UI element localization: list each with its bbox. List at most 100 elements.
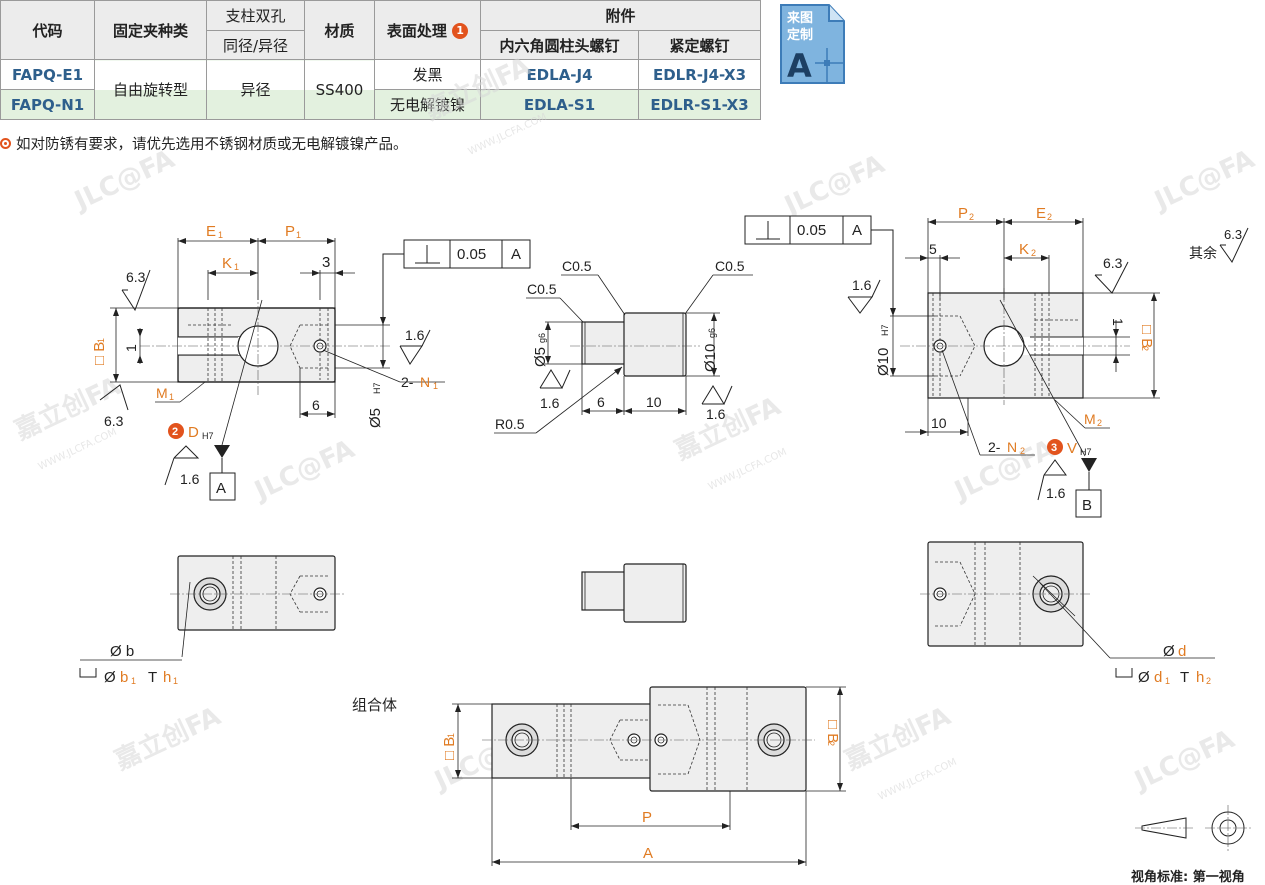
svg-text:T: T xyxy=(148,669,157,686)
svg-text:1: 1 xyxy=(446,733,456,738)
table-row: FAPQ-N1 无电解镀镍 EDLA-S1 EDLR-S1-X3 xyxy=(0,89,761,120)
svg-text:2: 2 xyxy=(1020,446,1025,456)
left-clamp-front-view: E 1 P 1 K 1 3 6.3 □ B 1 1 6.3 M 1 xyxy=(91,223,531,501)
svg-text:A: A xyxy=(852,222,862,239)
svg-text:Ø10: Ø10 xyxy=(875,348,892,376)
svg-text:M: M xyxy=(156,385,168,401)
svg-text:H7: H7 xyxy=(880,324,890,336)
svg-text:1: 1 xyxy=(169,392,174,402)
svg-text:1: 1 xyxy=(173,676,178,686)
svg-text:2: 2 xyxy=(1097,418,1102,428)
set-screw-cell[interactable]: EDLR-J4-X3 xyxy=(638,59,761,90)
svg-text:WWW.JLCFA.COM: WWW.JLCFA.COM xyxy=(467,112,549,158)
svg-text:2: 2 xyxy=(1206,676,1211,686)
svg-text:6: 6 xyxy=(597,394,605,410)
bore-cell: 异径 xyxy=(206,59,305,120)
svg-text:3: 3 xyxy=(322,254,330,271)
svg-text:6.3: 6.3 xyxy=(1224,227,1242,242)
svg-text:1: 1 xyxy=(218,230,223,240)
set-screw-cell[interactable]: EDLR-S1-X3 xyxy=(638,89,761,120)
svg-text:1: 1 xyxy=(1110,318,1126,326)
svg-text:H7: H7 xyxy=(372,382,382,394)
other-roughness: 其余 6.3 xyxy=(1189,227,1249,263)
svg-text:g6: g6 xyxy=(707,328,717,338)
surface-cell: 发黑 xyxy=(374,59,481,90)
header-hex-screw: 内六角圆柱头螺钉 xyxy=(480,30,639,60)
svg-text:C0.5: C0.5 xyxy=(715,258,745,274)
rust-note-text: 如对防锈有要求，请优先选用不锈钢材质或无电解镀镍产品。 xyxy=(16,137,408,153)
shaft-front-view: C0.5 C0.5 C0.5 Ø5 g6 1.6 Ø10 g6 6 10 1.6… xyxy=(494,258,753,434)
svg-text:6.3: 6.3 xyxy=(1103,255,1123,271)
shaft-side-view xyxy=(581,563,687,623)
spec-table: 代码 固定夹种类 支柱双孔 材质 表面处理 1 附件 同径/异径 内六角圆柱头螺… xyxy=(0,0,761,120)
svg-text:嘉立创FA: 嘉立创FA xyxy=(110,701,225,777)
svg-text:A: A xyxy=(643,845,653,862)
svg-text:1.6: 1.6 xyxy=(706,406,726,422)
svg-text:JLC@FA: JLC@FA xyxy=(948,434,1059,507)
svg-text:0.05: 0.05 xyxy=(457,246,486,263)
svg-text:Ø5: Ø5 xyxy=(532,347,549,367)
note-bullet-icon xyxy=(0,138,11,149)
rust-note: 如对防锈有要求，请优先选用不锈钢材质或无电解镀镍产品。 xyxy=(0,133,408,154)
left-clamp-top-view: Ø b Ø b 1 T h 1 xyxy=(79,555,345,686)
svg-text:2: 2 xyxy=(1031,248,1036,258)
svg-text:H7: H7 xyxy=(202,431,214,441)
svg-text:T: T xyxy=(1180,669,1189,686)
header-surface: 表面处理 1 xyxy=(374,0,481,60)
svg-text:E: E xyxy=(206,223,216,240)
svg-text:A: A xyxy=(511,246,521,263)
svg-text:E: E xyxy=(1036,205,1046,222)
surface-cell: 无电解镀镍 xyxy=(374,89,481,120)
header-set-screw: 紧定螺钉 xyxy=(638,30,761,60)
svg-text:B: B xyxy=(1082,497,1092,514)
svg-text:1: 1 xyxy=(123,344,139,352)
svg-text:2: 2 xyxy=(172,426,178,438)
svg-text:WWW.JLCFA.COM: WWW.JLCFA.COM xyxy=(707,447,789,493)
svg-text:1.6: 1.6 xyxy=(1046,485,1066,501)
svg-text:□ B: □ B xyxy=(91,342,108,365)
svg-text:6.3: 6.3 xyxy=(126,269,146,285)
code-cell[interactable]: FAPQ-N1 xyxy=(0,89,95,120)
right-clamp-front-view: 0.05 A P 2 E 2 5 K 2 6.3 1.6 Ø10 xyxy=(744,205,1160,518)
header-bore-2: 同径/异径 xyxy=(206,30,305,60)
svg-text:Ø: Ø xyxy=(1163,643,1175,660)
svg-text:1.6: 1.6 xyxy=(852,277,872,293)
svg-text:M: M xyxy=(1084,411,1096,427)
svg-text:10: 10 xyxy=(646,394,662,410)
svg-text:N: N xyxy=(1007,439,1017,455)
svg-text:Ø10: Ø10 xyxy=(702,344,719,372)
svg-text:h: h xyxy=(163,669,171,686)
badge-line2: 定制 xyxy=(786,27,813,43)
svg-text:6.3: 6.3 xyxy=(104,413,124,429)
svg-text:WWW.JLCFA.COM: WWW.JLCFA.COM xyxy=(877,757,959,803)
svg-text:JLC@FA: JLC@FA xyxy=(1148,144,1259,217)
hex-screw-cell[interactable]: EDLA-J4 xyxy=(480,59,639,90)
svg-text:N: N xyxy=(420,374,430,390)
svg-text:b: b xyxy=(120,669,128,686)
svg-text:1: 1 xyxy=(296,230,301,240)
svg-text:0.05: 0.05 xyxy=(797,222,826,239)
header-surface-label: 表面处理 xyxy=(386,21,447,40)
svg-text:JLC@FA: JLC@FA xyxy=(68,144,179,217)
custom-drawing-badge[interactable]: 来图 定制 A xyxy=(779,3,846,85)
svg-text:H7: H7 xyxy=(1080,447,1092,457)
svg-text:5: 5 xyxy=(929,241,937,257)
svg-text:g6: g6 xyxy=(537,333,547,343)
svg-text:C0.5: C0.5 xyxy=(562,258,592,274)
header-accessories: 附件 xyxy=(480,0,761,31)
svg-text:□ B: □ B xyxy=(441,737,458,760)
svg-text:□ B: □ B xyxy=(1138,325,1155,348)
table-row: FAPQ-E1 自由旋转型 异径 SS400 发黑 EDLA-J4 EDLR-J… xyxy=(0,59,761,120)
hex-screw-cell[interactable]: EDLA-S1 xyxy=(480,89,639,120)
first-angle-projection-icon xyxy=(1135,805,1252,851)
header-code: 代码 xyxy=(0,0,95,60)
svg-text:P: P xyxy=(285,223,295,240)
svg-text:1.6: 1.6 xyxy=(405,327,425,343)
svg-text:h: h xyxy=(1196,669,1204,686)
svg-text:P: P xyxy=(958,205,968,222)
svg-text:Ø: Ø xyxy=(1138,669,1150,686)
svg-text:2: 2 xyxy=(1047,212,1052,222)
svg-text:1.6: 1.6 xyxy=(540,395,560,411)
svg-text:JLC@FA: JLC@FA xyxy=(248,434,359,507)
